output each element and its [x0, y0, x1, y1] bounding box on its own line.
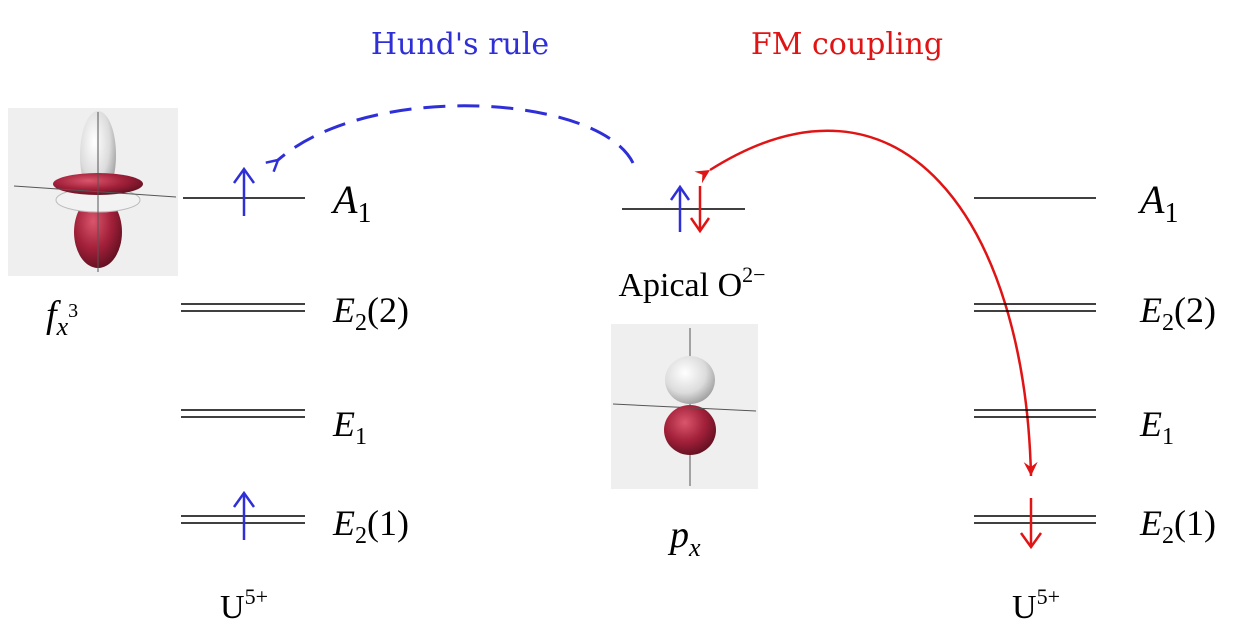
px-label: px [667, 514, 701, 562]
px-orbital-image [611, 324, 758, 489]
fm-coupling-title: FM coupling [751, 27, 943, 62]
fx3-label: fx3 [46, 294, 78, 341]
right-e2-1-label: E2(1) [1139, 503, 1216, 549]
fx3-label-sup: 3 [68, 300, 78, 322]
left-a1-label: A1 [330, 177, 371, 229]
left-level-e2-2 [181, 303, 305, 312]
right-level-e2-1 [974, 515, 1096, 524]
hunds-rule-title: Hund's rule [371, 27, 549, 62]
right-level-e2-2 [974, 303, 1096, 312]
fx3-orbital-image [8, 108, 178, 276]
left-ion-label: U5+ [220, 584, 268, 626]
left-e2-2-label: E2(2) [332, 290, 409, 336]
apical-o-spin-down-arrow [689, 186, 711, 234]
left-e1-label: E1 [332, 404, 367, 450]
fm-coupling-arrow [694, 129, 1038, 477]
left-e2-1-label: E2(1) [332, 503, 409, 549]
right-a1-label: A1 [1137, 177, 1178, 229]
left-a1-spin-up-arrow [232, 166, 256, 216]
right-e1-label: E1 [1139, 404, 1174, 450]
right-e2-2-label: E2(2) [1139, 290, 1216, 336]
apical-o-spin-up-arrow [669, 184, 691, 232]
apical-o-label: Apical O2− [618, 262, 765, 304]
hunds-rule-arrow [278, 104, 635, 163]
fx3-label-sub: x [56, 312, 69, 341]
left-e2-1-spin-up-arrow [232, 490, 256, 540]
right-ion-label: U5+ [1012, 584, 1060, 626]
right-level-e1 [974, 409, 1096, 418]
right-e2-1-spin-down-arrow [1019, 498, 1043, 550]
left-level-e1 [181, 409, 305, 418]
